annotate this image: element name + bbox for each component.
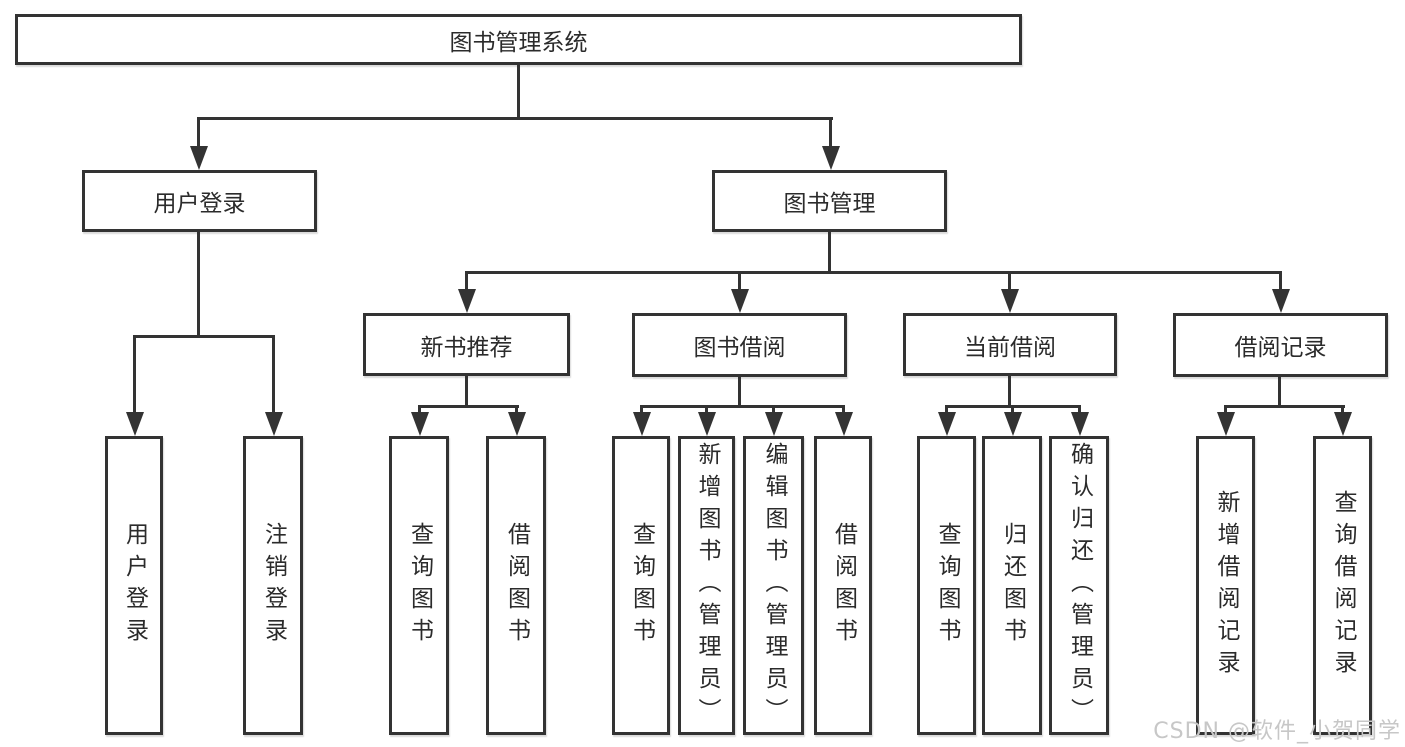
connector-line bbox=[133, 335, 275, 338]
connector-line bbox=[640, 405, 643, 415]
arrowhead-icon bbox=[458, 289, 476, 313]
connector-line bbox=[465, 376, 468, 408]
connector-line bbox=[197, 117, 833, 120]
connector-line bbox=[705, 405, 708, 415]
arrowhead-icon bbox=[1272, 289, 1290, 313]
leaf-query-borrow-record: 查询借阅记录 bbox=[1313, 436, 1372, 735]
connector-line bbox=[829, 117, 832, 148]
leaf-user-login: 用户登录 bbox=[105, 436, 163, 735]
connector-line bbox=[272, 335, 275, 414]
node-label: 注销登录 bbox=[260, 521, 287, 650]
connector-line bbox=[1008, 271, 1011, 291]
node-label: 借阅图书 bbox=[503, 521, 530, 650]
connector-line bbox=[842, 405, 845, 415]
node-label: 归还图书 bbox=[999, 521, 1026, 650]
node-label: 编辑图书（管理员） bbox=[761, 441, 787, 730]
node-label: 图书管理 bbox=[783, 191, 876, 217]
connector-line bbox=[1011, 405, 1014, 415]
connector-line bbox=[133, 335, 136, 414]
arrowhead-icon bbox=[1217, 412, 1235, 436]
connector-line bbox=[1278, 377, 1281, 408]
node-book-management: 图书管理 bbox=[712, 170, 947, 232]
node-label: 用户登录 bbox=[153, 191, 246, 217]
leaf-query-books-recommend: 查询图书 bbox=[389, 436, 449, 735]
node-new-book-recommend: 新书推荐 bbox=[363, 313, 570, 376]
connector-line bbox=[197, 232, 200, 338]
leaf-query-books-borrow: 查询图书 bbox=[612, 436, 670, 735]
connector-line bbox=[640, 405, 845, 408]
connector-line bbox=[418, 405, 421, 415]
node-label: 查询图书 bbox=[628, 521, 655, 650]
connector-line bbox=[1224, 405, 1345, 408]
connector-line bbox=[772, 405, 775, 415]
connector-line bbox=[418, 405, 519, 408]
node-label: 新增图书（管理员） bbox=[694, 441, 720, 730]
connector-line bbox=[197, 117, 200, 148]
connector-line bbox=[738, 377, 741, 408]
arrowhead-icon bbox=[698, 412, 716, 436]
leaf-add-borrow-record: 新增借阅记录 bbox=[1196, 436, 1255, 735]
arrowhead-icon bbox=[633, 412, 651, 436]
connector-line bbox=[1279, 271, 1282, 291]
arrowhead-icon bbox=[835, 412, 853, 436]
arrowhead-icon bbox=[1001, 289, 1019, 313]
arrowhead-icon bbox=[938, 412, 956, 436]
leaf-return-books: 归还图书 bbox=[982, 436, 1042, 735]
leaf-borrow-books-recommend: 借阅图书 bbox=[486, 436, 546, 735]
csdn-watermark: CSDN @软件_小贺同学 bbox=[1153, 719, 1401, 744]
node-label: 新增借阅记录 bbox=[1213, 489, 1239, 682]
leaf-borrow-books: 借阅图书 bbox=[814, 436, 872, 735]
node-label: 查询图书 bbox=[406, 521, 433, 650]
arrowhead-icon bbox=[1334, 412, 1352, 436]
node-current-borrow: 当前借阅 bbox=[903, 313, 1117, 376]
node-label: 查询借阅记录 bbox=[1330, 489, 1356, 682]
node-label: 查询图书 bbox=[934, 521, 960, 650]
leaf-query-books-current: 查询图书 bbox=[917, 436, 976, 735]
connector-line bbox=[1078, 405, 1081, 415]
connector-line bbox=[738, 271, 741, 291]
connector-line bbox=[828, 232, 831, 274]
arrowhead-icon bbox=[190, 146, 208, 170]
arrowhead-icon bbox=[1071, 412, 1089, 436]
arrowhead-icon bbox=[731, 289, 749, 313]
connector-line bbox=[465, 271, 1282, 274]
node-label: 新书推荐 bbox=[420, 334, 513, 361]
connector-line bbox=[515, 405, 518, 415]
arrowhead-icon bbox=[765, 412, 783, 436]
leaf-edit-books-admin: 编辑图书（管理员） bbox=[743, 436, 804, 735]
node-root-library-system: 图书管理系统 bbox=[15, 14, 1022, 65]
node-label: 借阅图书 bbox=[830, 521, 857, 650]
arrowhead-icon bbox=[822, 146, 840, 170]
node-book-borrow: 图书借阅 bbox=[632, 313, 847, 377]
leaf-confirm-return-admin: 确认归还（管理员） bbox=[1049, 436, 1109, 735]
node-user-login: 用户登录 bbox=[82, 170, 317, 232]
arrowhead-icon bbox=[126, 412, 144, 436]
node-label: 图书管理系统 bbox=[449, 29, 588, 56]
node-label: 确认归还（管理员） bbox=[1066, 441, 1093, 730]
arrowhead-icon bbox=[1004, 412, 1022, 436]
connector-line bbox=[945, 405, 948, 415]
leaf-add-books-admin: 新增图书（管理员） bbox=[678, 436, 735, 735]
connector-line bbox=[1341, 405, 1344, 415]
node-label: 借阅记录 bbox=[1234, 335, 1327, 361]
leaf-logout: 注销登录 bbox=[243, 436, 303, 735]
node-label: 当前借阅 bbox=[964, 334, 1056, 361]
connector-line bbox=[465, 271, 468, 291]
connector-line bbox=[517, 64, 520, 120]
connector-line bbox=[1008, 376, 1011, 408]
connector-line bbox=[1224, 405, 1227, 415]
arrowhead-icon bbox=[508, 412, 526, 436]
node-label: 图书借阅 bbox=[693, 335, 786, 361]
arrowhead-icon bbox=[265, 412, 283, 436]
arrowhead-icon bbox=[411, 412, 429, 436]
node-borrow-records: 借阅记录 bbox=[1173, 313, 1388, 377]
node-label: 用户登录 bbox=[121, 521, 148, 650]
